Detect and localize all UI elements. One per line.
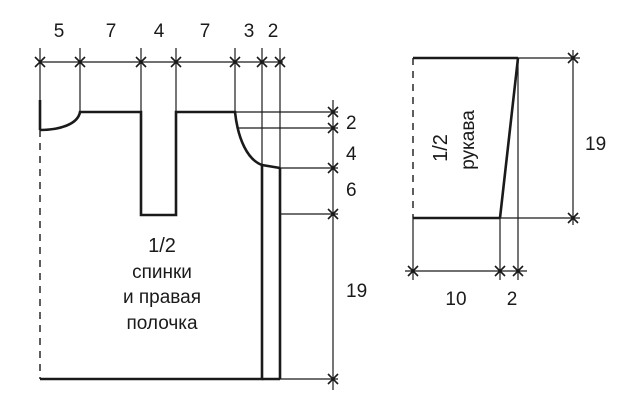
band-top [261, 163, 281, 170]
sleeve-width-label-1: 10 [445, 289, 466, 310]
back-piece: 5 7 4 7 3 2 2 4 6 19 [34, 21, 367, 390]
height-label-4: 19 [346, 281, 367, 302]
back-piece-label-line2: и правая [123, 287, 201, 308]
width-label-5: 3 [244, 21, 255, 42]
sleeve-width-label-2: 2 [507, 289, 518, 310]
back-piece-label-line3: полочка [126, 313, 198, 334]
sleeve-piece: 19 10 2 1/2 рукава [405, 50, 606, 310]
sleeve-slant [498, 57, 520, 219]
height-label-1: 2 [346, 113, 357, 134]
width-label-2: 7 [106, 21, 117, 42]
height-label-2: 4 [346, 144, 357, 165]
back-piece-outline [39, 110, 264, 381]
top-ticks [34, 56, 286, 68]
sleeve-height-label: 19 [585, 134, 606, 155]
back-piece-label-line1: спинки [132, 262, 192, 283]
sleeve-label: рукава [458, 110, 479, 170]
right-ticks [327, 106, 339, 385]
back-piece-fraction: 1/2 [148, 235, 176, 257]
width-label-6: 2 [268, 21, 279, 42]
height-label-3: 6 [346, 180, 357, 201]
width-label-1: 5 [54, 21, 65, 42]
sleeve-fraction: 1/2 [430, 134, 452, 162]
width-label-4: 7 [200, 21, 211, 42]
width-label-3: 4 [154, 21, 165, 42]
